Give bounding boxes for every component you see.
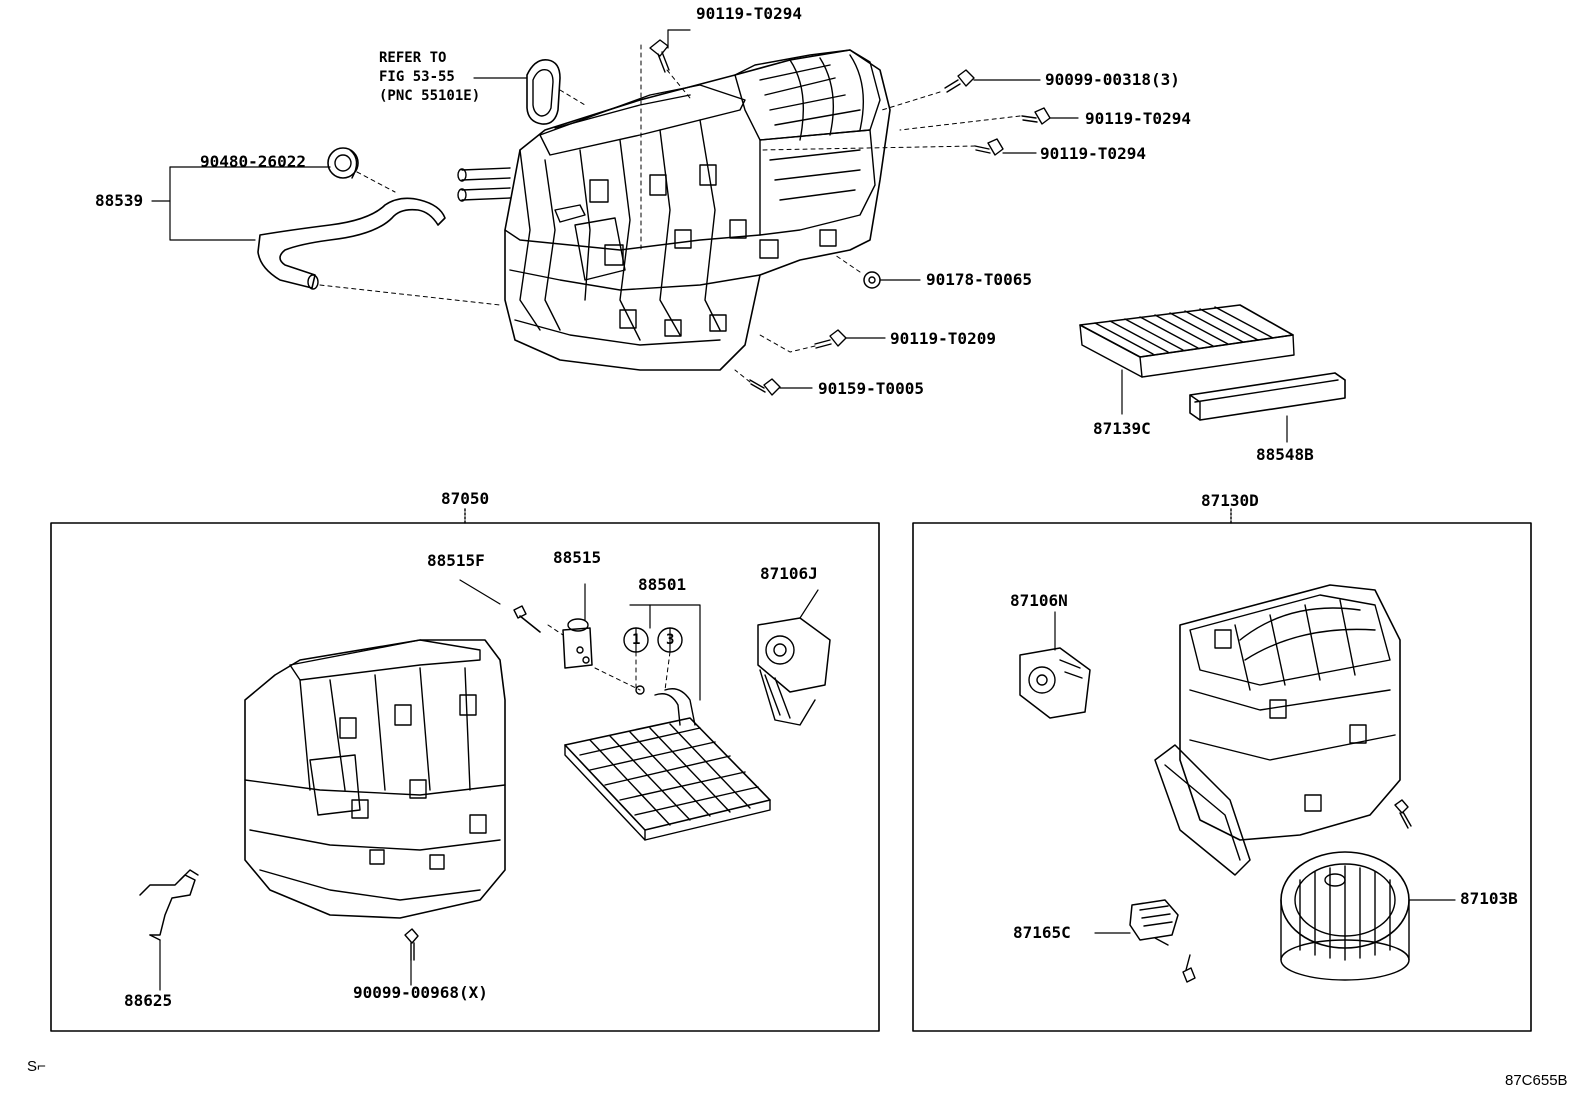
frame-87050 — [50, 522, 880, 1032]
filter-87139c — [1079, 304, 1295, 378]
blower-fan-87103b — [1280, 851, 1410, 981]
figure-code: 87C655B — [1505, 1072, 1568, 1089]
cover-88548b — [1189, 372, 1346, 421]
o-ring-label-3: 3 — [666, 632, 675, 648]
label-87106n[interactable]: 87106N — [1010, 591, 1068, 610]
label-90119-t0209[interactable]: 90119-T0209 — [890, 329, 996, 348]
hose-88539 — [257, 197, 446, 290]
label-87050[interactable]: 87050 — [441, 489, 490, 508]
label-90480-26022[interactable]: 90480-26022 — [200, 152, 306, 171]
label-90159-t0005[interactable]: 90159-T0005 — [818, 379, 924, 398]
frame-87130d — [912, 522, 1532, 1032]
label-87165c[interactable]: 87165C — [1013, 923, 1071, 942]
label-90119-t0294-b[interactable]: 90119-T0294 — [1085, 109, 1191, 128]
label-87130d[interactable]: 87130D — [1201, 491, 1259, 510]
leaders-bottom-left — [159, 579, 819, 991]
evaporator-88501 — [564, 685, 771, 841]
refer-line-3: (PNC 55101E) — [379, 88, 481, 104]
footer-left-mark: S⌐ — [27, 1058, 46, 1075]
sensor-88625 — [139, 869, 199, 941]
actuator-87106n — [1019, 647, 1091, 719]
resistor-87165c — [1129, 899, 1179, 946]
dashed-leaders-top — [319, 44, 1021, 383]
label-88501[interactable]: 88501 — [638, 575, 687, 594]
label-90099-00318[interactable]: 90099-00318(3) — [1045, 70, 1180, 89]
refer-line-1: REFER TO — [379, 50, 447, 66]
label-90099-00968[interactable]: 90099-00968(X) — [353, 983, 488, 1002]
label-88539[interactable]: 88539 — [95, 191, 144, 210]
bolt-88515f — [513, 605, 541, 633]
leaders-bottom-right — [1054, 611, 1456, 934]
screw-90099-00968 — [404, 928, 419, 961]
refer-note: REFER TO FIG 53-55 (PNC 55101E) — [379, 49, 480, 106]
screw-87165c — [1182, 954, 1196, 983]
leaders-top — [151, 29, 1288, 443]
label-90178-t0065[interactable]: 90178-T0065 — [926, 270, 1032, 289]
grommet-90480 — [327, 147, 359, 179]
label-88625[interactable]: 88625 — [124, 991, 173, 1010]
screw-blower-right — [1394, 799, 1412, 829]
label-87106j[interactable]: 87106J — [760, 564, 818, 583]
blower-case-87130d — [1154, 584, 1401, 876]
label-87139c[interactable]: 87139C — [1093, 419, 1151, 438]
label-88515f[interactable]: 88515F — [427, 551, 485, 570]
actuator-87106j — [757, 617, 831, 726]
label-90119-t0294-c[interactable]: 90119-T0294 — [1040, 144, 1146, 163]
dashed-leaders-bottom-left — [547, 624, 671, 691]
label-87103b[interactable]: 87103B — [1460, 889, 1518, 908]
label-90119-t0294-a[interactable]: 90119-T0294 — [696, 4, 802, 23]
heater-case-87050 — [244, 639, 506, 919]
expansion-valve-88515 — [562, 618, 593, 669]
label-88515[interactable]: 88515 — [553, 548, 602, 567]
refer-line-2: FIG 53-55 — [379, 69, 455, 85]
o-ring-label-1: 1 — [632, 632, 641, 648]
label-88548b[interactable]: 88548B — [1256, 445, 1314, 464]
hvac-unit-top — [457, 49, 891, 371]
seal-part — [526, 58, 561, 125]
